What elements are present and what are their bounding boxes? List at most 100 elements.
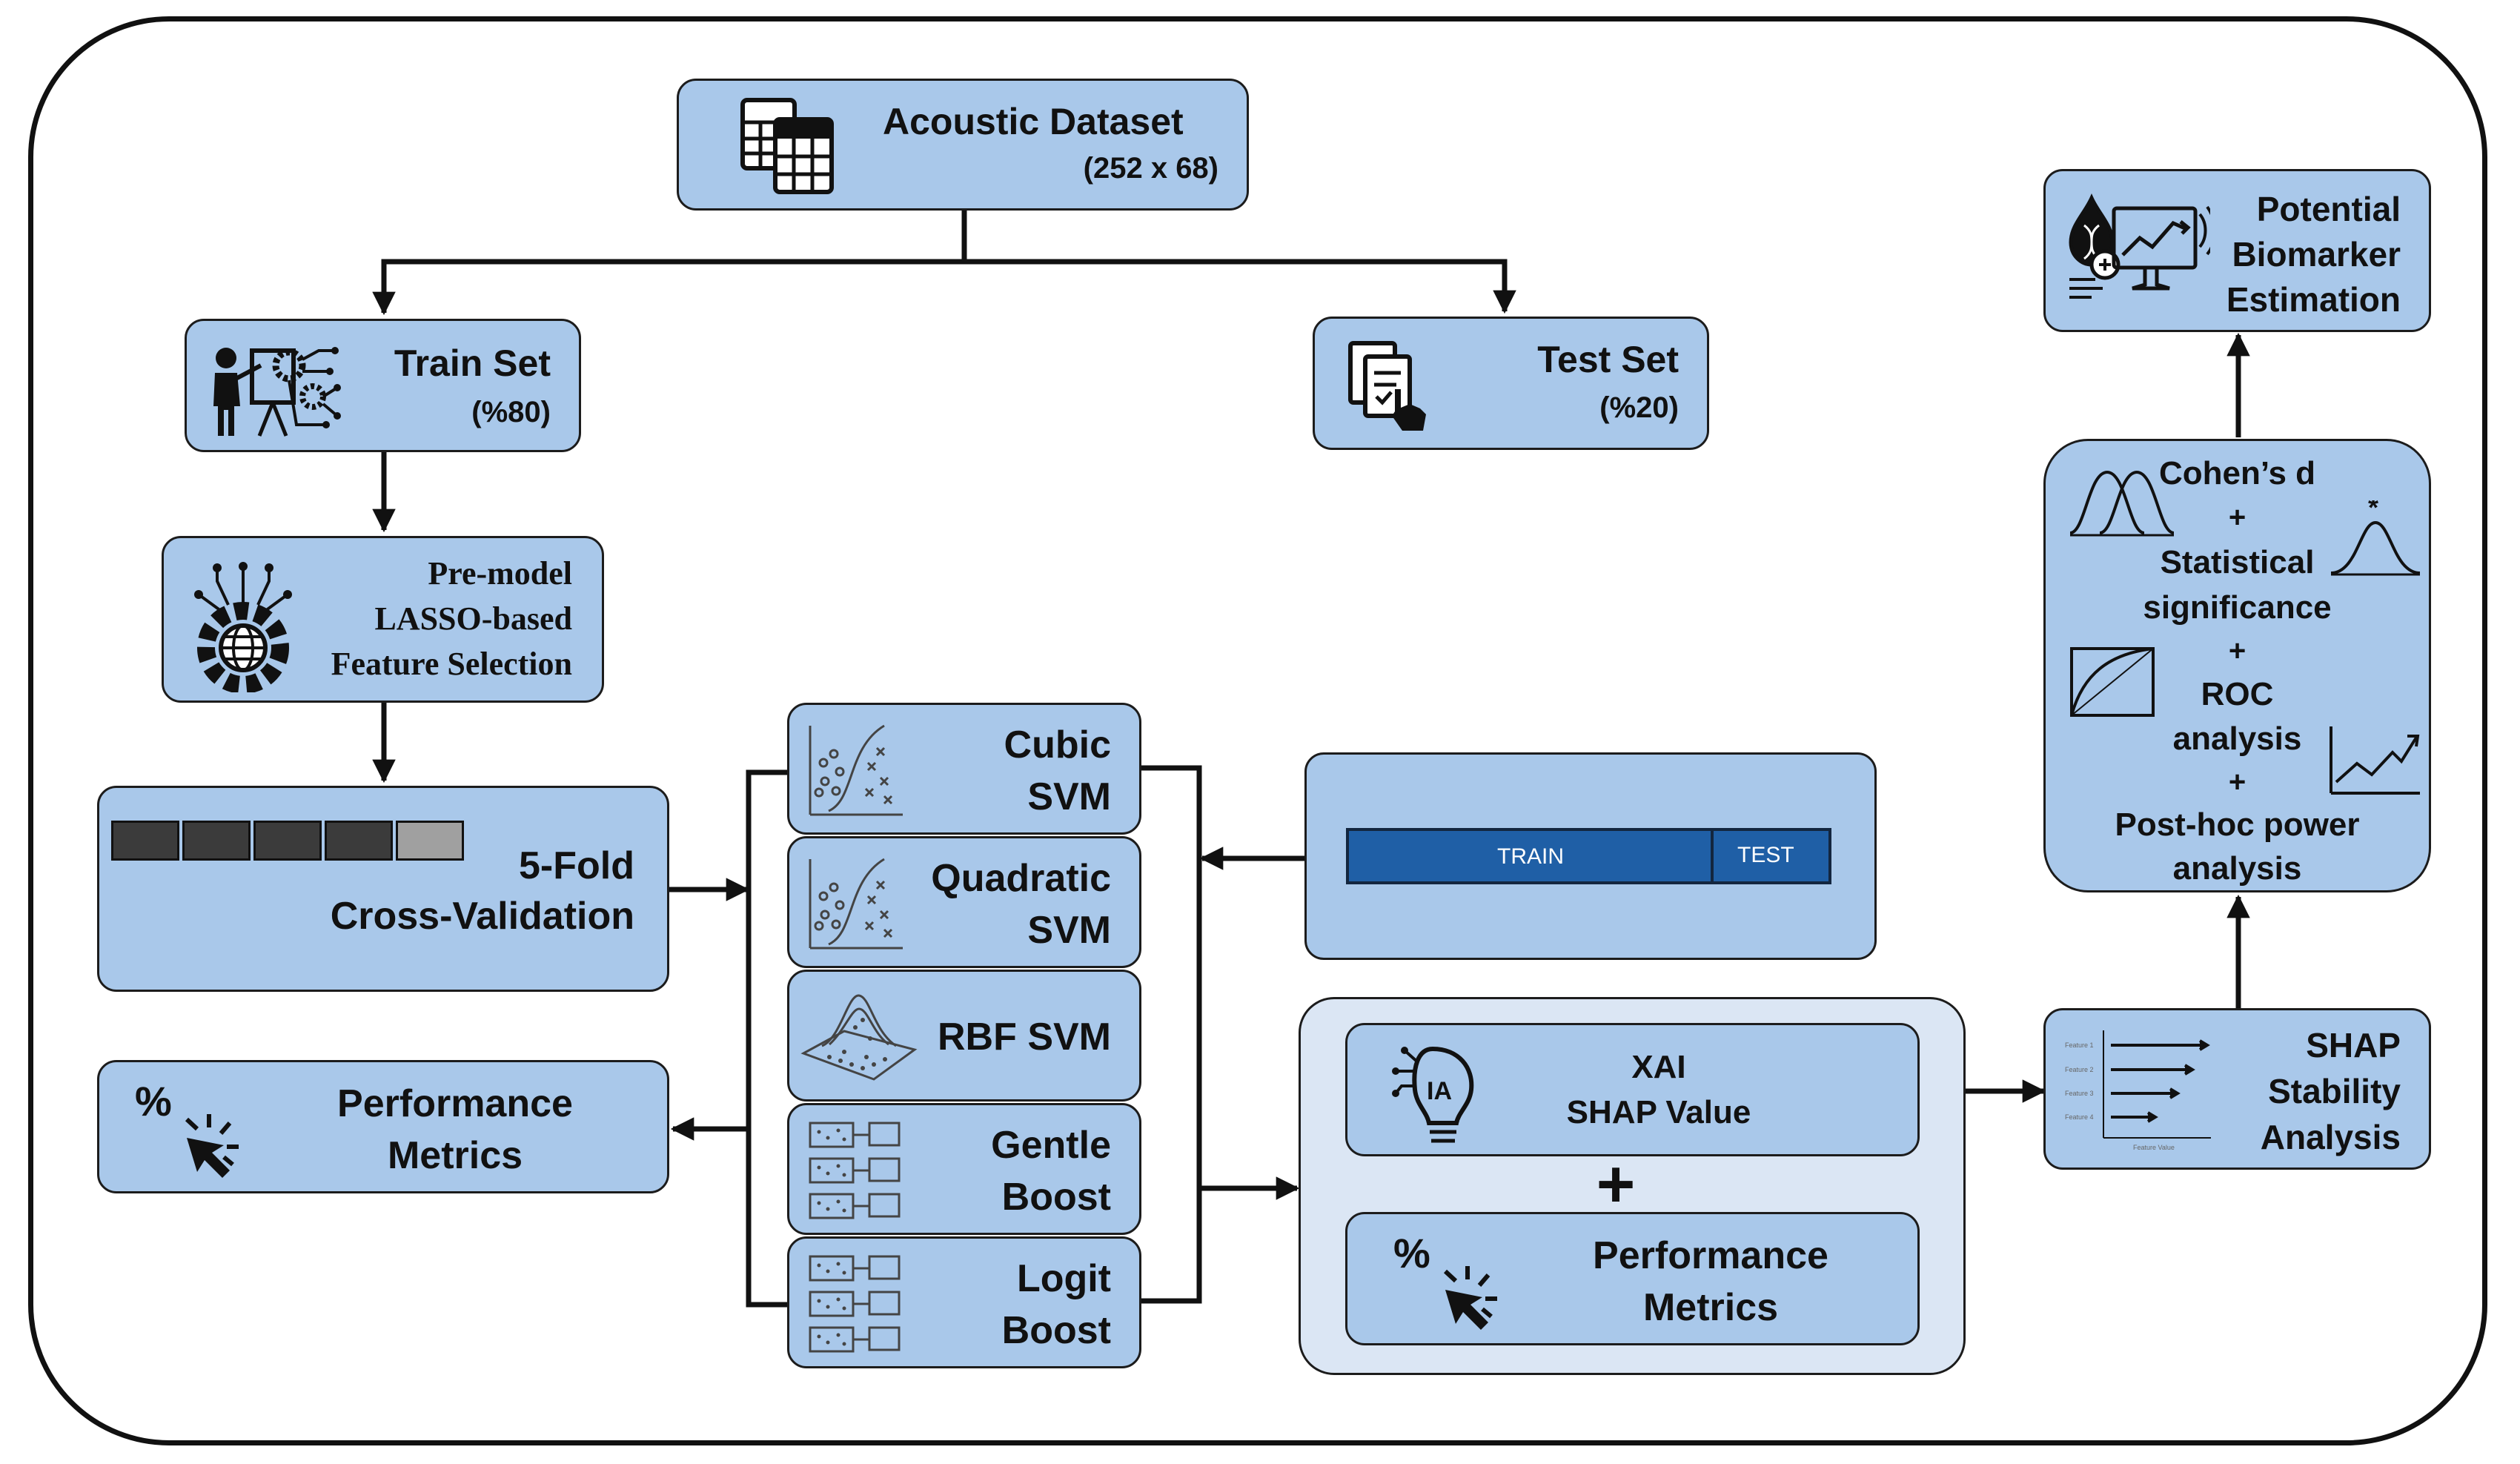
dataset-size: (252 x 68) (1083, 152, 1218, 185)
perf-right-line1: Performance (1593, 1234, 1828, 1277)
stats-significance: significance (2143, 589, 2332, 626)
test-set-ratio: (%20) (1599, 391, 1679, 424)
svg-text:%: % (135, 1079, 172, 1125)
logit-line2: Boost (1001, 1309, 1111, 1352)
test-set-title: Test Set (1537, 339, 1679, 380)
stats-posthoc: Post-hoc power (2115, 806, 2360, 843)
train-set-title: Train Set (394, 342, 551, 384)
dataset-box: Acoustic Dataset (252 x 68) (677, 79, 1249, 211)
biomarker-line3: Estimation (2226, 280, 2401, 319)
cross-validation-box (97, 786, 669, 992)
svg-text:Feature 4: Feature 4 (2065, 1113, 2094, 1121)
gear-globe-icon (188, 559, 299, 696)
fold-segment (111, 821, 179, 861)
shap-line1: SHAP (2306, 1026, 2401, 1064)
fold-segment (325, 821, 393, 861)
fold-segment-holdout (396, 821, 464, 861)
svg-text:%: % (1393, 1231, 1430, 1276)
stats-plus-3: + (2228, 766, 2247, 798)
xai-shap-box: IA XAI SHAP Value (1345, 1023, 1920, 1156)
stats-roc: ROC (2201, 676, 2274, 712)
shap-line3: Analysis (2260, 1118, 2401, 1156)
svg-text:*: * (2368, 500, 2378, 523)
shap-bars-icon: Feature 1 Feature 2 Feature 3 Feature 4 Feat… (2059, 1027, 2215, 1156)
plus-sign: + (1596, 1147, 1636, 1222)
svg-text:Feature 1: Feature 1 (2065, 1041, 2094, 1049)
rbf-line1: RBF SVM (938, 1016, 1111, 1059)
surface-plot-icon (800, 987, 918, 1094)
lasso-line1: Pre-model (428, 555, 572, 592)
statistical-analysis-box: * Cohen’s d + Statistical significance +… (2043, 439, 2431, 892)
percent-cursor-icon: % (1393, 1230, 1519, 1338)
gentle-line1: Gentle (991, 1124, 1111, 1167)
cubic-line2: SVM (1027, 775, 1111, 818)
cubic-line1: Cubic (1004, 723, 1111, 766)
svg-text:IA: IA (1427, 1077, 1452, 1105)
arrow-dataset-train (372, 209, 967, 316)
biomarker-box: Potential Biomarker Estimation (2043, 169, 2431, 332)
biomarker-line2: Biomarker (2232, 235, 2401, 274)
lasso-line3: Feature Selection (331, 646, 572, 682)
scatter-boundary-icon (803, 852, 906, 959)
ai-bulb-icon: IA (1388, 1034, 1499, 1155)
test-set-box: Test Set (%20) (1313, 317, 1709, 450)
gentle-line2: Boost (1001, 1176, 1111, 1219)
gentle-boost-box: Gentle Boost (787, 1103, 1141, 1235)
quadratic-line2: SVM (1027, 909, 1111, 952)
overlap-curves-icon (2066, 465, 2178, 543)
peak-star-icon: * (2327, 492, 2424, 586)
perf-left-line2: Metrics (387, 1134, 523, 1177)
fold-segment (253, 821, 322, 861)
rbf-svm-box: RBF SVM (787, 970, 1141, 1102)
presenter-gears-icon (208, 336, 341, 443)
stats-roc-analysis: analysis (2172, 721, 2302, 757)
shap-stability-box: Feature 1 Feature 2 Feature 3 Feature 4 Feat… (2043, 1008, 2431, 1170)
arrow-dataset-test (964, 259, 1516, 314)
perf-right-line2: Metrics (1642, 1286, 1779, 1329)
xai-line1: XAI (1631, 1049, 1686, 1085)
biomarker-line1: Potential (2256, 190, 2401, 228)
train-set-box: Train Set (%80) (185, 319, 581, 452)
svg-text:Feature 3: Feature 3 (2065, 1090, 2094, 1097)
quadratic-svm-box: Quadratic SVM (787, 836, 1141, 968)
spreadsheet-icon (737, 93, 840, 200)
percent-cursor-icon: % (135, 1078, 261, 1186)
test-bar: TEST (1711, 828, 1831, 884)
xai-line2: SHAP Value (1566, 1094, 1751, 1130)
svg-text:Feature 2: Feature 2 (2065, 1066, 2094, 1073)
quadratic-line1: Quadratic (931, 857, 1111, 900)
svg-text:Feature Value: Feature Value (2133, 1144, 2175, 1151)
fold-segment (182, 821, 251, 861)
right-bracket (1139, 765, 1202, 1304)
stats-cohens-d: Cohen’s d (2158, 455, 2316, 491)
scatter-boundary-icon (803, 718, 906, 826)
cv-line1: 5-Fold (519, 844, 634, 887)
logit-line1: Logit (1016, 1257, 1111, 1300)
logit-boost-box: Logit Boost (787, 1236, 1141, 1368)
stats-power-analysis: analysis (2172, 850, 2302, 887)
train-bar-label: TRAIN (1497, 844, 1564, 869)
stats-plus-2: + (2228, 635, 2247, 667)
roc-curve-icon (2068, 645, 2157, 723)
tree-stack-icon (803, 1251, 914, 1362)
test-bar-label: TEST (1737, 843, 1794, 867)
tree-stack-icon (803, 1117, 914, 1229)
outer-frame (28, 16, 2487, 1445)
dna-monitor-icon (2062, 192, 2217, 314)
trend-line-icon (2327, 723, 2424, 801)
document-touch-icon (1343, 337, 1447, 437)
dataset-title: Acoustic Dataset (883, 101, 1184, 142)
performance-metrics-left-box: % Performance Metrics (97, 1060, 669, 1193)
left-bracket (746, 769, 790, 1308)
train-set-ratio: (%80) (471, 396, 551, 428)
lasso-feature-selection-box: Pre-model LASSO-based Feature Selection (162, 536, 604, 703)
shap-line2: Stability (2268, 1072, 2401, 1110)
cubic-svm-box: Cubic SVM (787, 703, 1141, 835)
perf-left-line1: Performance (337, 1082, 573, 1125)
stats-plus-1: + (2228, 501, 2247, 534)
cv-line2: Cross-Validation (330, 895, 634, 938)
performance-metrics-right-box: % Performance Metrics (1345, 1212, 1920, 1345)
lasso-line2: LASSO-based (374, 600, 572, 637)
stats-statistical: Statistical (2160, 544, 2315, 580)
